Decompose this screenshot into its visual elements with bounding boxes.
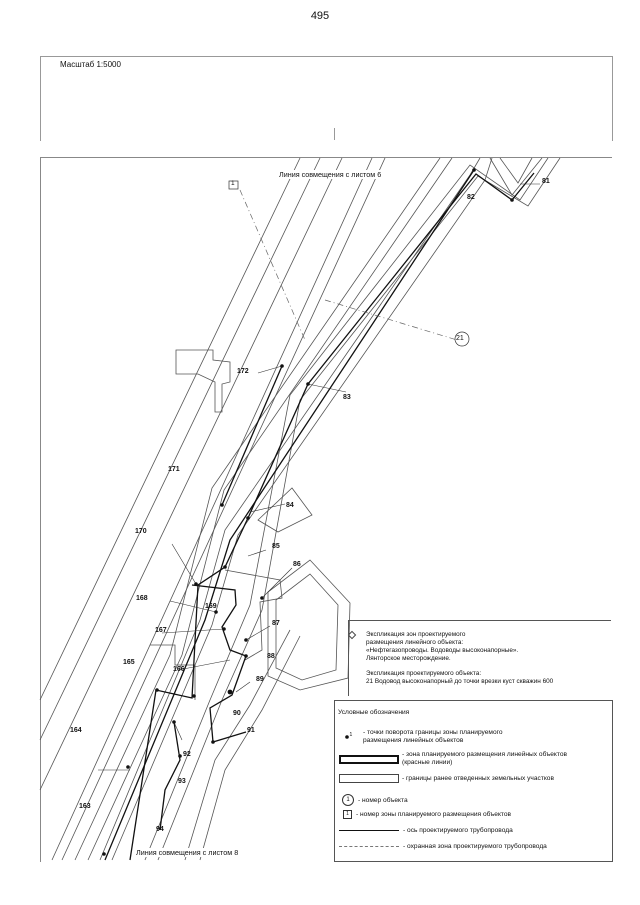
point-label: 171 <box>168 466 180 473</box>
legend-object-num-row: 1 - номер объекта <box>339 794 408 806</box>
point-label: 81 <box>542 178 550 185</box>
point-label: 83 <box>343 394 351 401</box>
legend-axis-text: - ось проектируемого трубопровода <box>403 827 513 834</box>
point-label: 167 <box>155 627 167 634</box>
point-label: 89 <box>256 676 264 683</box>
point-label: 82 <box>467 194 475 201</box>
object-number-circle-icon: 1 <box>342 794 354 806</box>
point-label: 168 <box>136 595 148 602</box>
map-area <box>40 157 612 862</box>
zone-number-marker: 1 <box>231 180 235 187</box>
page-number: 495 <box>310 10 330 22</box>
top-frame <box>40 56 613 141</box>
legend-object-num-text: - номер объекта <box>358 796 408 804</box>
point-label: 165 <box>123 659 135 666</box>
frame-tick <box>334 128 335 140</box>
legend-title: Условные обозначения <box>338 709 410 716</box>
legend-zone-text2: (красные линии) <box>402 759 453 766</box>
legend-axis-row: - ось проектируемого трубопровода <box>339 827 513 834</box>
parcel-swatch-icon <box>339 774 399 783</box>
point-label: 91 <box>247 727 255 734</box>
protect-line-icon <box>339 846 399 847</box>
point-label: 164 <box>70 727 82 734</box>
point-label: 163 <box>79 803 91 810</box>
point-label: 84 <box>286 502 294 509</box>
object-number-marker: 21 <box>456 335 464 342</box>
svg-text:1: 1 <box>350 732 353 738</box>
zone-number-square-icon: 1 <box>343 810 352 819</box>
zone-swatch-icon <box>339 754 399 764</box>
expl-object-title: Экспликация проектируемого объекта: <box>366 670 482 677</box>
expl-object-line: 21 Водовод высоконапорный до точки врезк… <box>366 678 554 685</box>
legend-zone-row: - зона планируемого размещения линейных … <box>339 751 567 767</box>
scale-label: Масштаб 1:5000 <box>60 60 121 69</box>
point-label: 94 <box>156 826 164 833</box>
point-label: 166 <box>173 666 185 673</box>
turn-point-icon: 1 <box>345 732 353 739</box>
legend-parcels-text: - границы ранее отведенных земельных уча… <box>402 775 554 782</box>
expl-zones-title: Экспликация зон проектируемого <box>366 631 466 638</box>
point-label: 169 <box>205 603 217 610</box>
point-label: 93 <box>178 778 186 785</box>
point-label: 92 <box>183 751 191 758</box>
legend-zone-text: - зона планируемого размещения линейных … <box>402 751 567 758</box>
explication-block: Экспликация зон проектируемого размещени… <box>348 620 611 696</box>
legend-point-text2: размещения линейных объектов <box>363 737 464 744</box>
seam-top-label: Линия совмещения с листом 6 <box>277 170 384 179</box>
point-label: 88 <box>267 653 275 660</box>
legend-protect-text: - охранная зона проектируемого трубопров… <box>403 843 547 850</box>
seam-bottom-label: Линия совмещения с листом 8 <box>134 848 241 857</box>
legend: Условные обозначения 1 - точки поворота … <box>334 700 613 862</box>
point-label: 90 <box>233 710 241 717</box>
legend-parcels-row: - границы ранее отведенных земельных уча… <box>339 774 554 783</box>
point-label: 87 <box>272 620 280 627</box>
expl-zones-field: Лянторское месторождение. <box>366 655 451 662</box>
point-label: 172 <box>237 368 249 375</box>
expl-zones-title2: размещения линейного объекта: <box>366 639 464 646</box>
legend-protect-row: - охранная зона проектируемого трубопров… <box>339 843 547 850</box>
expl-zones-object: «Нефтегазопроводы. Водоводы высоконапорн… <box>366 647 519 654</box>
point-label: 86 <box>293 561 301 568</box>
legend-point-text: - точки поворота границы зоны планируемо… <box>363 729 503 736</box>
point-label: 85 <box>272 543 280 550</box>
axis-line-icon <box>339 830 399 831</box>
legend-zone-num-text: - номер зоны планируемого размещения объ… <box>356 811 512 818</box>
legend-point-row: 1 - точки поворота границы зоны планируе… <box>341 729 503 745</box>
legend-zone-num-row: 1 - номер зоны планируемого размещения о… <box>339 810 511 819</box>
point-label: 170 <box>135 528 147 535</box>
